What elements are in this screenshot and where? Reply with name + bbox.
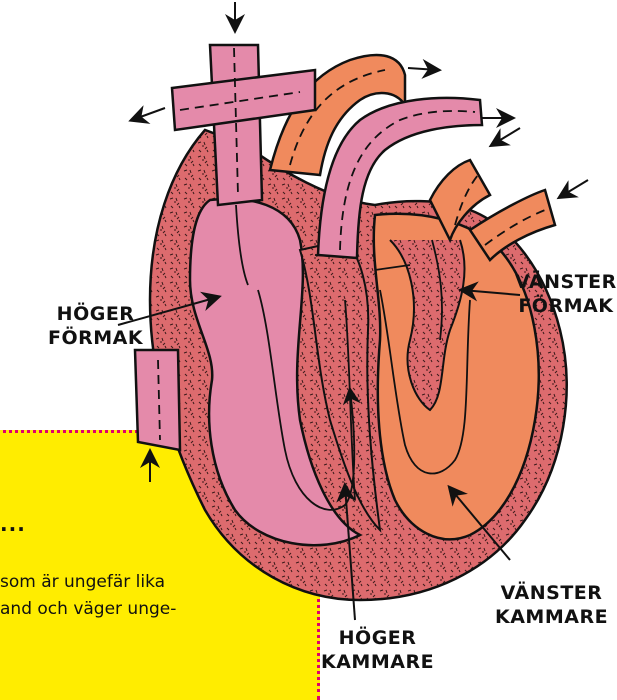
label-left-atrium-line1: VÄNSTER [515,270,617,294]
label-left-ventricle-line1: VÄNSTER [495,581,608,605]
label-right-ventricle-line1: HÖGER [321,626,434,650]
label-left-ventricle-line2: KAMMARE [495,605,608,629]
label-right-atrium: HÖGER FÖRMAK [48,302,143,350]
label-right-atrium-line1: HÖGER [48,302,143,326]
label-right-atrium-line2: FÖRMAK [48,326,143,350]
label-left-atrium-line2: FÖRMAK [515,294,617,318]
label-right-ventricle-line2: KAMMARE [321,650,434,674]
label-left-atrium: VÄNSTER FÖRMAK [515,270,617,318]
label-right-ventricle: HÖGER KAMMARE [321,626,434,674]
label-left-ventricle: VÄNSTER KAMMARE [495,581,608,629]
